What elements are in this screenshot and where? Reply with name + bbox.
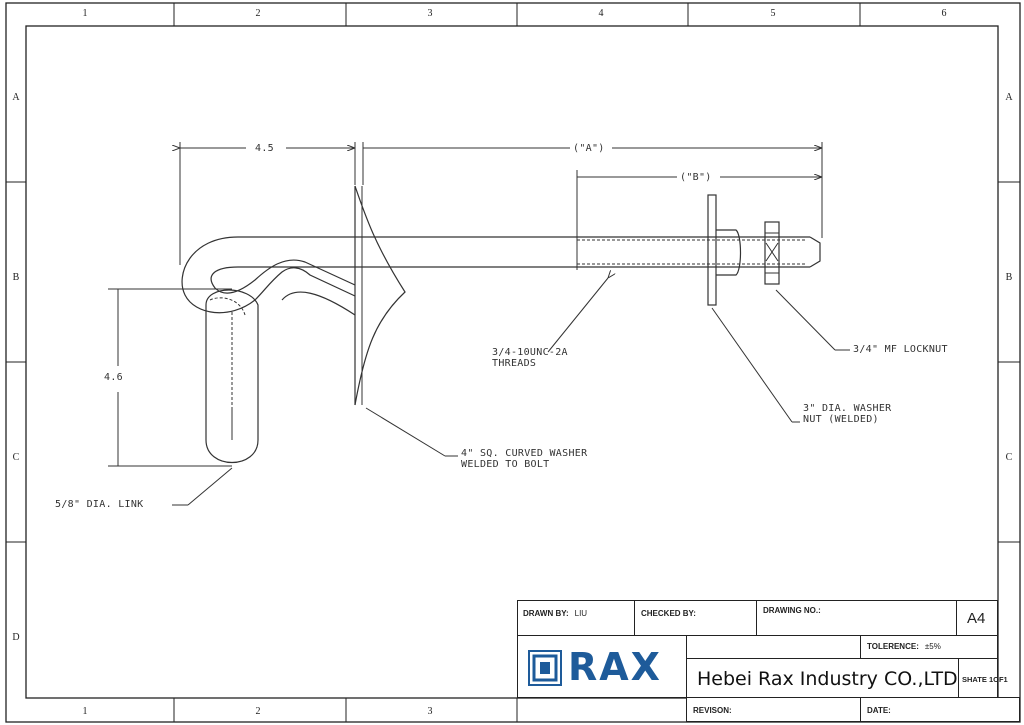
drawing-no-label: DRAWING NO.: — [763, 606, 821, 615]
sheet-cell: SHATE 1OF1 — [958, 658, 1008, 698]
dim-link-height: 4.6 — [104, 372, 123, 383]
company-name: Hebei Rax Industry CO.,LTD — [697, 668, 958, 690]
date-label: DATE: — [867, 706, 891, 715]
callout-locknut: 3/4" MF LOCKNUT — [853, 344, 948, 355]
callout-threads: 3/4-10UNC-2A THREADS — [492, 347, 568, 369]
zone-row-a-right: A — [1005, 92, 1013, 103]
zone-col-2-bottom: 2 — [255, 706, 261, 717]
size-cell: A4 — [956, 600, 998, 636]
revision-label: REVISON: — [693, 706, 732, 715]
zone-col-3: 3 — [427, 8, 433, 19]
dim-thread-b: ("B") — [680, 172, 712, 183]
zone-row-d: D — [12, 632, 20, 643]
zone-row-c-right: C — [1005, 452, 1013, 463]
zone-row-a: A — [12, 92, 20, 103]
drawn-by-cell: DRAWN BY: LIU — [517, 600, 635, 636]
zone-col-1: 1 — [82, 8, 88, 19]
drawn-by-value: LIU — [574, 609, 588, 618]
zone-col-3-bottom: 3 — [427, 706, 433, 717]
zone-col-2: 2 — [255, 8, 261, 19]
company-cell: Hebei Rax Industry CO.,LTD — [686, 658, 959, 698]
tolerance-label: TOLERENCE: — [867, 642, 919, 651]
callout-link: 5/8" DIA. LINK — [55, 499, 144, 510]
zone-row-b: B — [12, 272, 20, 283]
sheet-size: A4 — [967, 610, 986, 627]
checked-by-label: CHECKED BY: — [641, 609, 696, 618]
zone-row-c: C — [12, 452, 20, 463]
dim-hook-length: 4.5 — [255, 143, 274, 154]
callout-washer-nut: 3" DIA. WASHER NUT (WELDED) — [803, 403, 892, 425]
date-cell: DATE: — [860, 697, 1020, 722]
tolerance-value: ±5% — [924, 642, 941, 651]
drawn-by-label: DRAWN BY: — [523, 609, 569, 618]
rax-logo-icon — [528, 650, 562, 686]
logo-text: RAX — [568, 645, 662, 689]
zone-col-4: 4 — [598, 8, 604, 19]
checked-by-cell: CHECKED BY: — [634, 600, 757, 636]
zone-col-6: 6 — [941, 8, 947, 19]
sheet-number: SHATE 1OF1 — [962, 675, 1008, 684]
logo-cell: RAX — [517, 635, 687, 698]
zone-row-b-right: B — [1005, 272, 1013, 283]
revision-cell: REVISON: — [686, 697, 861, 722]
zone-col-5: 5 — [770, 8, 776, 19]
dim-overall-a: ("A") — [573, 143, 605, 154]
zone-col-1-bottom: 1 — [82, 706, 88, 717]
drawing-no-cell: DRAWING NO.: — [756, 600, 957, 636]
tolerance-cell: TOLERENCE: ±5% — [860, 635, 998, 659]
callout-curved-washer: 4" SQ. CURVED WASHER WELDED TO BOLT — [461, 448, 588, 470]
